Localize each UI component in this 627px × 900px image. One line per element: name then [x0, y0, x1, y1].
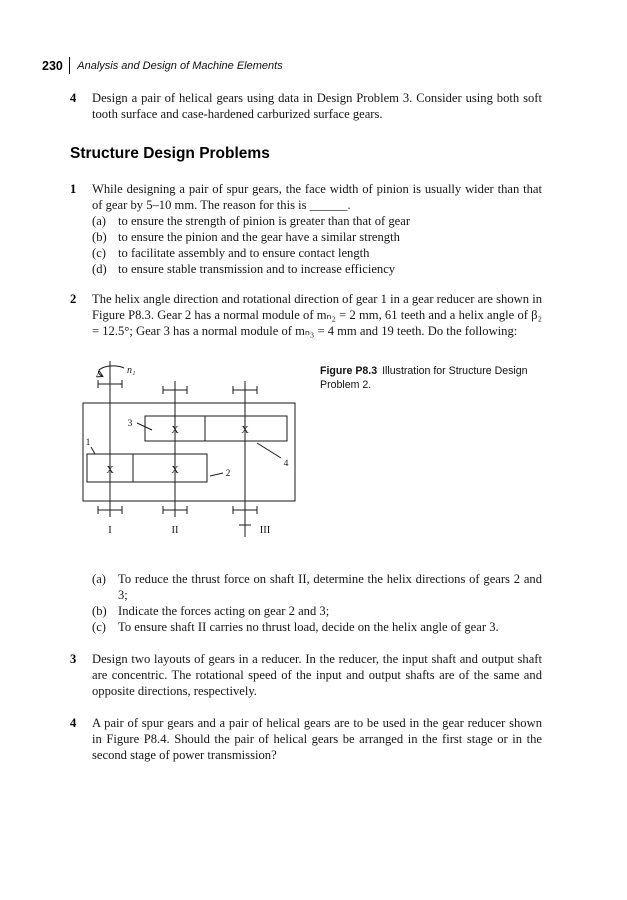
option-a: (a) To reduce the thrust force on shaft …	[92, 571, 542, 603]
problem-body: The helix angle direction and rotational…	[92, 291, 542, 339]
gear-4-outline	[204, 415, 288, 442]
rotation-arrow	[98, 365, 125, 376]
gear-3-mark: X	[171, 425, 179, 436]
option-text: to facilitate assembly and to ensure con…	[118, 246, 370, 260]
gear-3-label: 3	[128, 419, 133, 429]
section-title: Structure Design Problems	[70, 145, 270, 162]
gear-1-mark: X	[106, 465, 114, 476]
option-text: Indicate the forces acting on gear 2 and…	[118, 604, 330, 618]
options-list: (a) to ensure the strength of pinion is …	[92, 213, 542, 277]
option-label: (c)	[92, 246, 106, 260]
option-label: (c)	[92, 620, 106, 634]
gear-1-label: 1	[86, 438, 91, 448]
gear-4-label: 4	[284, 459, 289, 469]
header-divider	[68, 57, 71, 74]
gear-1-leader	[90, 446, 96, 455]
option-text: to ensure the strength of pinion is grea…	[118, 214, 411, 228]
option-label: (a)	[92, 572, 106, 586]
problem-text: Design a pair of helical gears using dat…	[92, 91, 542, 121]
page-content: 4 Design a pair of helical gears using d…	[70, 90, 542, 777]
figure-p8-3: n₁	[80, 359, 542, 544]
figure-caption-label: Figure P8.3	[320, 365, 378, 377]
gear-2-label: 2	[226, 469, 231, 479]
problem-text: While designing a pair of spur gears, th…	[92, 182, 542, 212]
option-label: (b)	[92, 230, 107, 244]
option-text: to ensure stable transmission and to inc…	[118, 262, 396, 276]
input-speed-label: n₁	[127, 365, 135, 376]
option-b: (b) Indicate the forces acting on gear 2…	[92, 603, 542, 619]
shaft-II-label: II	[172, 525, 179, 536]
gear-4-leader	[256, 442, 282, 459]
gear-4-mark: X	[241, 425, 249, 436]
option-a: (a) to ensure the strength of pinion is …	[92, 213, 542, 229]
option-b: (b) to ensure the pinion and the gear ha…	[92, 229, 542, 245]
problem-number: 2	[70, 292, 77, 306]
option-text: to ensure the pinion and the gear have a…	[118, 230, 400, 244]
problem-text: A pair of spur gears and a pair of helic…	[92, 716, 542, 762]
intro-problem-4: 4 Design a pair of helical gears using d…	[70, 90, 542, 122]
option-c: (c) To ensure shaft II carries no thrust…	[92, 619, 542, 635]
bearing-top-shaft-II	[162, 386, 188, 394]
figure-caption-text: Illustration for Structure Design Proble…	[320, 365, 528, 391]
problem-1: 1 While designing a pair of spur gears, …	[70, 181, 542, 277]
bearing-bottom-shaft-III	[232, 506, 258, 514]
shaft-I-label: I	[108, 525, 112, 536]
problem-body: While designing a pair of spur gears, th…	[92, 181, 542, 277]
problem-2: 2 The helix angle direction and rotation…	[70, 291, 542, 339]
bearing-top-shaft-I	[97, 380, 123, 388]
option-c: (c) to facilitate assembly and to ensure…	[92, 245, 542, 261]
page-header: 230 Analysis and Design of Machine Eleme…	[42, 57, 283, 74]
gear-3-leader	[136, 422, 153, 431]
bearing-top-shaft-III	[232, 386, 258, 394]
problem-number: 4	[70, 91, 77, 105]
option-label: (a)	[92, 214, 106, 228]
gear-reducer-diagram: n₁	[82, 361, 296, 537]
option-label: (d)	[92, 262, 107, 276]
gear-2-outline	[132, 453, 208, 483]
problem-text: Design two layouts of gears in a reducer…	[92, 652, 542, 698]
problem-number: 1	[70, 182, 77, 196]
problem-number: 4	[70, 716, 77, 730]
gear-2-mark: X	[171, 465, 179, 476]
shaft-III-label: III	[260, 525, 271, 536]
option-text: To ensure shaft II carries no thrust loa…	[118, 620, 499, 634]
gear-2-leader	[209, 472, 224, 477]
problem-3: 3 Design two layouts of gears in a reduc…	[70, 651, 542, 699]
option-label: (b)	[92, 604, 107, 618]
problem-4: 4 A pair of spur gears and a pair of hel…	[70, 715, 542, 763]
option-text: To reduce the thrust force on shaft II, …	[118, 572, 542, 602]
problem-text: The helix angle direction and rotational…	[92, 292, 542, 338]
bearing-bottom-shaft-II	[162, 506, 188, 514]
problem-number: 3	[70, 652, 77, 666]
problem-2-options: (a) To reduce the thrust force on shaft …	[92, 571, 542, 635]
option-d: (d) to ensure stable transmission and to…	[92, 261, 542, 277]
housing-outline	[82, 402, 296, 502]
page-number: 230	[42, 58, 63, 73]
bearing-bottom-shaft-I	[97, 506, 123, 514]
running-title: Analysis and Design of Machine Elements	[77, 59, 283, 72]
